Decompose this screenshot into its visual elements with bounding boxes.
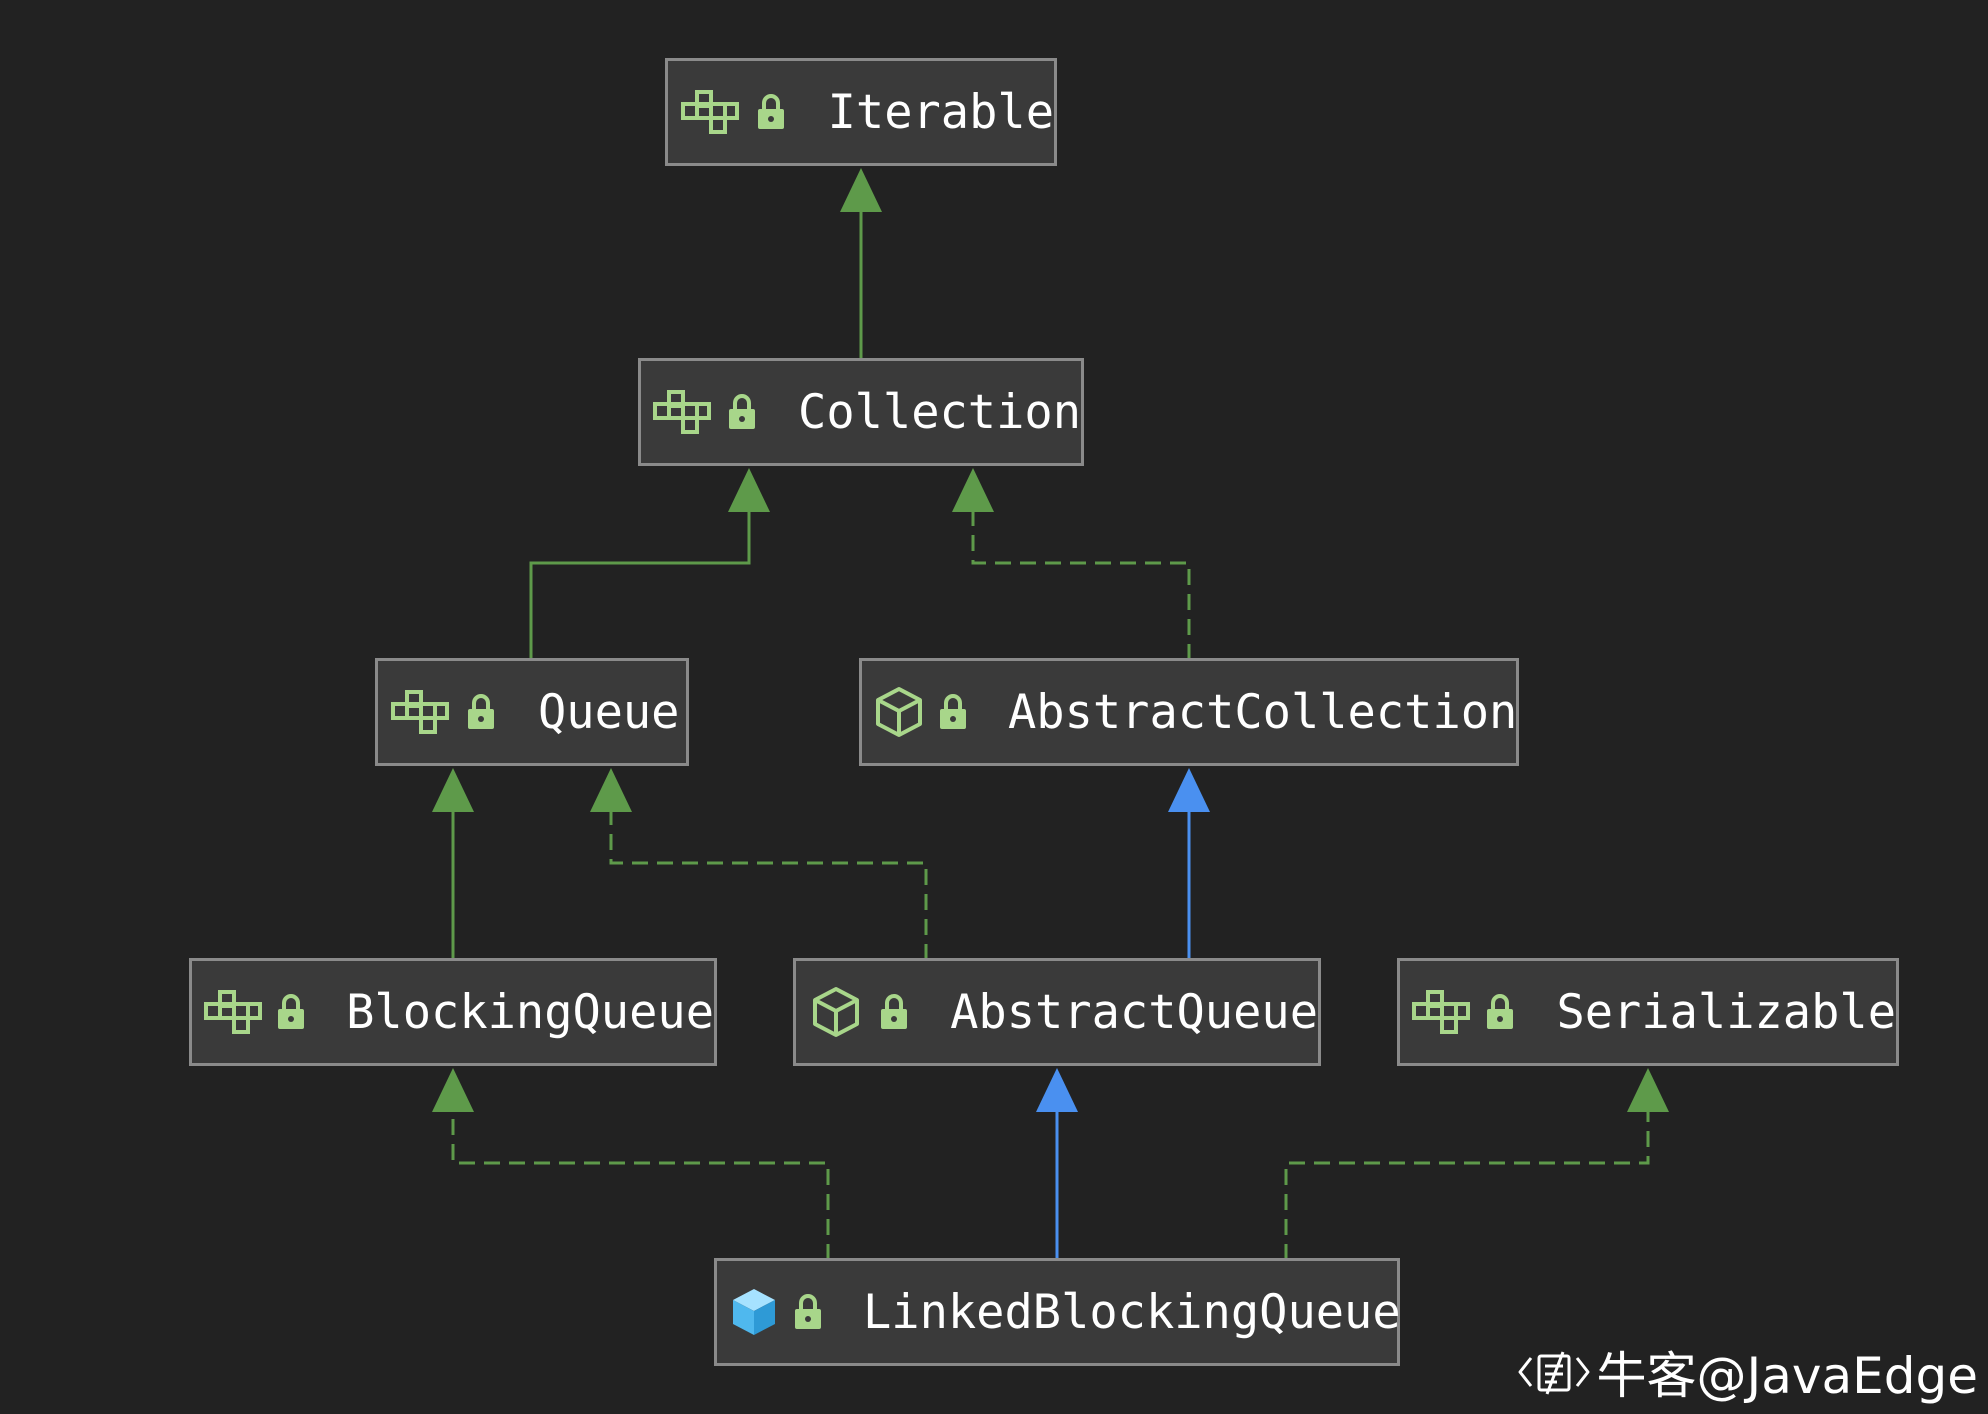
lock-icon [464, 687, 498, 737]
arrowhead-collection-right [952, 468, 994, 512]
nowcoder-logo-icon [1517, 1344, 1591, 1400]
edge-lbq-serializable [1284, 1110, 1650, 1260]
arrowhead-blockingqueue [432, 1068, 474, 1112]
interface-icon [204, 982, 262, 1042]
lock-icon [754, 87, 788, 137]
lock-icon [938, 687, 968, 737]
node-label: Collection [798, 384, 1081, 440]
node-label: BlockingQueue [346, 984, 714, 1040]
lock-icon [725, 387, 758, 437]
lock-icon [1484, 987, 1516, 1037]
arrowhead-queue-right [590, 768, 632, 812]
interface-icon [680, 82, 740, 142]
edge-abstractcollection-collection [971, 510, 1191, 660]
watermark-text: 牛客@JavaEdge [1596, 1347, 1978, 1405]
node-label: Serializable [1556, 984, 1896, 1040]
interface-icon [390, 682, 450, 742]
arrowhead-serializable [1627, 1068, 1669, 1112]
node-linked-blocking-queue[interactable]: LinkedBlockingQueue [714, 1258, 1401, 1366]
lock-icon [793, 1287, 823, 1337]
node-label: Iterable [827, 84, 1054, 140]
interface-icon [653, 382, 712, 442]
arrowhead-iterable [840, 168, 882, 212]
interface-icon [1412, 982, 1470, 1042]
node-abstract-queue[interactable]: AbstractQueue [793, 958, 1321, 1066]
arrowhead-abstractcollection [1168, 768, 1210, 812]
node-iterable[interactable]: Iterable [665, 58, 1057, 166]
lock-icon [878, 987, 910, 1037]
watermark: 牛客@JavaEdge [1517, 1336, 1978, 1408]
edge-lbq-blockingqueue [451, 1110, 830, 1260]
node-serializable[interactable]: Serializable [1397, 958, 1899, 1066]
arrowhead-collection-left [728, 468, 770, 512]
edge-abstractqueue-queue [609, 810, 928, 960]
edge-queue-collection [529, 510, 751, 660]
node-label: AbstractQueue [950, 984, 1318, 1040]
node-label: Queue [538, 684, 680, 740]
abstract-class-icon [874, 682, 924, 742]
node-label: AbstractCollection [1008, 684, 1518, 740]
class-icon [729, 1282, 779, 1342]
node-collection[interactable]: Collection [638, 358, 1084, 466]
arrowhead-queue-left [432, 768, 474, 812]
node-blocking-queue[interactable]: BlockingQueue [189, 958, 717, 1066]
node-queue[interactable]: Queue [375, 658, 689, 766]
abstract-class-icon [808, 982, 864, 1042]
node-label: LinkedBlockingQueue [863, 1284, 1401, 1340]
node-abstract-collection[interactable]: AbstractCollection [859, 658, 1519, 766]
arrowhead-abstractqueue [1036, 1068, 1078, 1112]
lock-icon [276, 987, 306, 1037]
